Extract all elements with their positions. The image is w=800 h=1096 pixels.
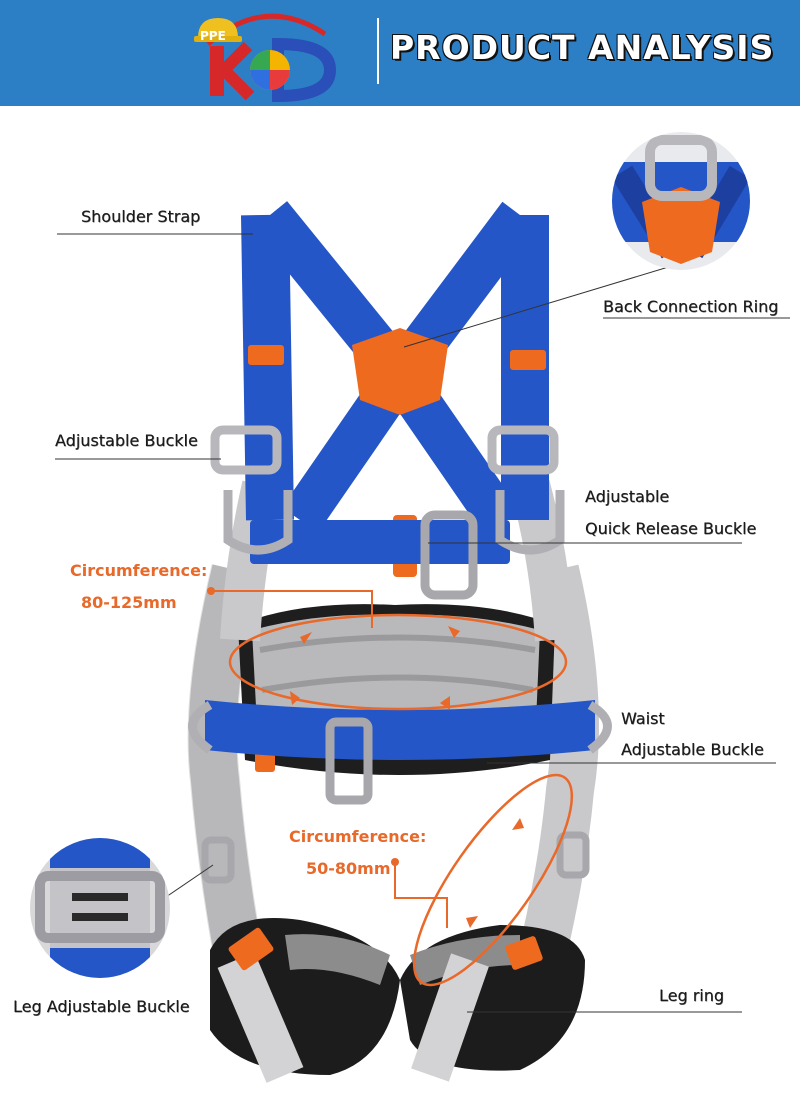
header-divider bbox=[377, 18, 379, 84]
waist-circumference-value: 80-125mm bbox=[81, 593, 177, 612]
harness-illustration bbox=[55, 201, 790, 1083]
leg-adjustable-buckle-label: Leg Adjustable Buckle bbox=[13, 997, 190, 1016]
logo-badge-text: PPE bbox=[200, 29, 226, 43]
waist-circumference-label: Circumference: bbox=[70, 561, 208, 580]
quick-release-label-line2: Quick Release Buckle bbox=[585, 519, 757, 538]
adjustable-buckle-label: Adjustable Buckle bbox=[55, 431, 198, 450]
back-connection-ring-label: Back Connection Ring bbox=[603, 297, 779, 316]
back-ring-detail-image bbox=[612, 132, 750, 270]
page-title: PRODUCT ANALYSIS bbox=[390, 28, 775, 67]
leg-circumference-value: 50-80mm bbox=[306, 859, 391, 878]
shoulder-strap-label: Shoulder Strap bbox=[81, 207, 201, 226]
waist-buckle-label-line2: Adjustable Buckle bbox=[621, 740, 764, 759]
leg-buckle-detail-image bbox=[30, 838, 170, 978]
quick-release-label-line1: Adjustable bbox=[585, 487, 670, 506]
header-banner bbox=[0, 0, 800, 106]
waist-buckle-label-line1: Waist bbox=[621, 709, 665, 728]
kd-logo-icon bbox=[194, 13, 337, 103]
leg-ring-label: Leg ring bbox=[659, 986, 725, 1005]
leg-circumference-label: Circumference: bbox=[289, 827, 427, 846]
